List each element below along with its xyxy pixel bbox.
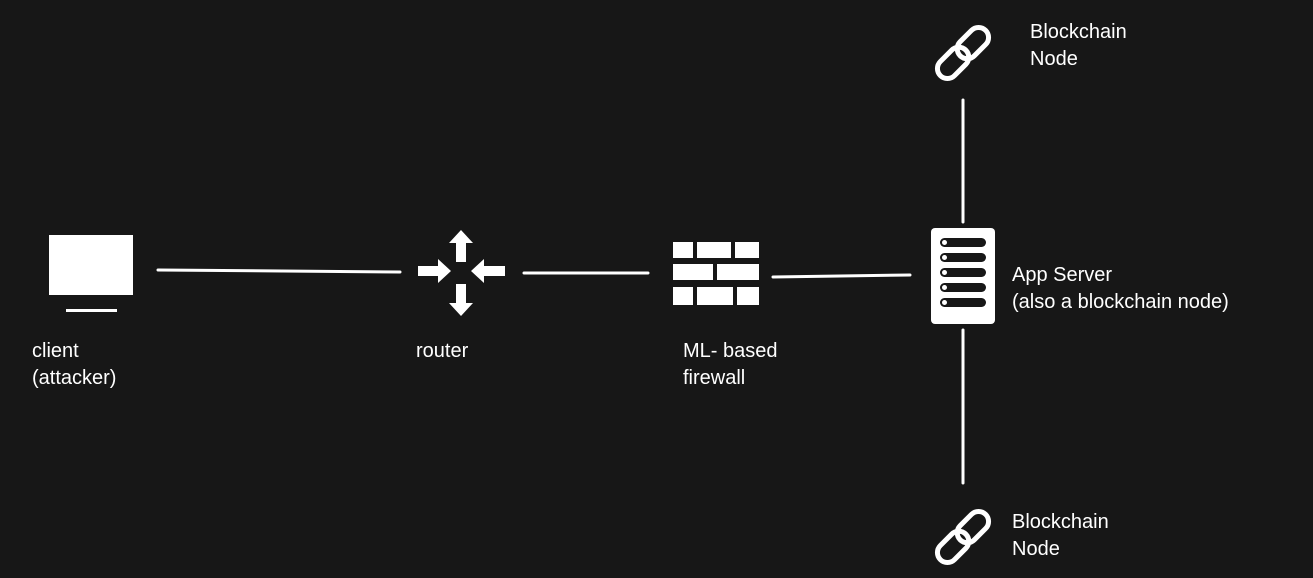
blockchain-top-label-line-1: Blockchain <box>1030 21 1127 43</box>
blockchain-bottom-label-line-1: Blockchain <box>1012 511 1109 533</box>
blockchain-bottom-label: Blockchain Node <box>1012 509 1109 563</box>
firewall-label-line-2: firewall <box>683 367 746 389</box>
server-icon <box>931 228 995 324</box>
blockchain-top-label: Blockchain Node <box>1030 19 1127 73</box>
app-server-label-line-2: (also a blockchain node) <box>1012 291 1229 313</box>
chain-link-icon-top <box>934 24 992 82</box>
router-label: router <box>416 338 468 365</box>
link-firewall-server <box>771 273 912 279</box>
link-client-router <box>156 268 402 274</box>
firewall-label-line-1: ML- based <box>683 340 778 362</box>
chain-link-icon-bottom <box>934 508 992 566</box>
router-icon <box>418 230 505 316</box>
client-label-line-2: (attacker) <box>32 367 117 389</box>
firewall-icon <box>673 242 759 305</box>
client-label-line-1: client <box>32 340 79 362</box>
router-label-line-1: router <box>416 340 469 362</box>
monitor-icon <box>49 235 133 312</box>
client-label: client (attacker) <box>32 338 116 392</box>
blockchain-top-label-line-2: Node <box>1030 48 1078 70</box>
app-server-label: App Server (also a blockchain node) <box>1012 262 1229 316</box>
firewall-label: ML- based firewall <box>683 338 778 392</box>
app-server-label-line-1: App Server <box>1012 264 1113 286</box>
blockchain-bottom-label-line-2: Node <box>1012 538 1060 560</box>
